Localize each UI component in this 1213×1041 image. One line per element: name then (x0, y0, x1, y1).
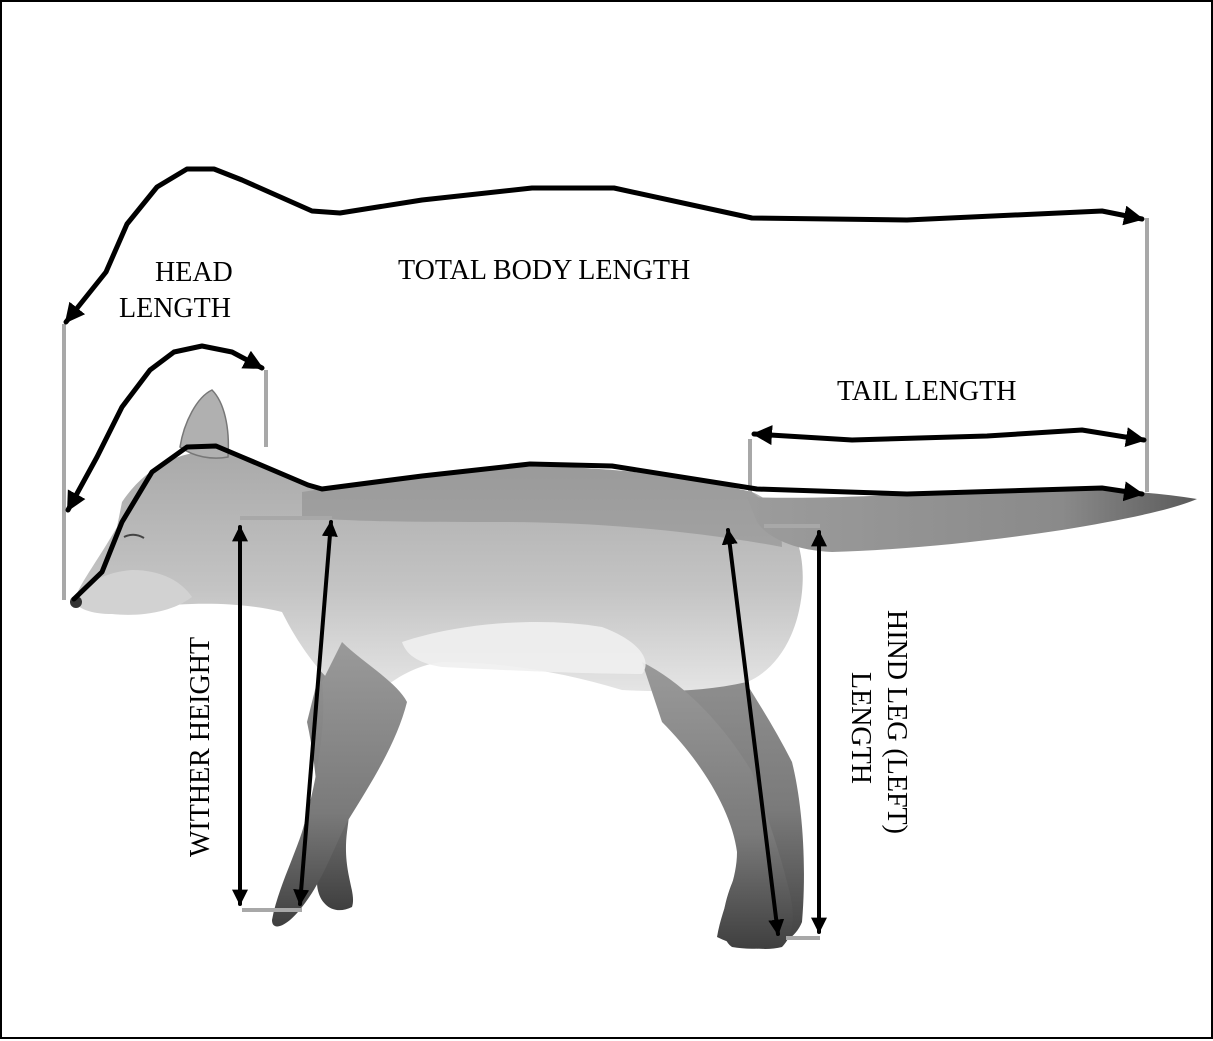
fox-tail (747, 489, 1197, 552)
head-length-label-line2: LENGTH (119, 293, 231, 324)
hind-leg-label-line1: HIND LEG (LEFT) (881, 610, 912, 834)
tail-length-line (754, 430, 1144, 440)
total-body-length-label: TOTAL BODY LENGTH (398, 255, 690, 286)
hind-leg-label-line2: LENGTH (845, 672, 876, 784)
tail-length-label: TAIL LENGTH (837, 376, 1016, 407)
head-length-label-line1: HEAD (155, 257, 233, 288)
wither-height-label: WITHER HEIGHT (185, 637, 216, 857)
